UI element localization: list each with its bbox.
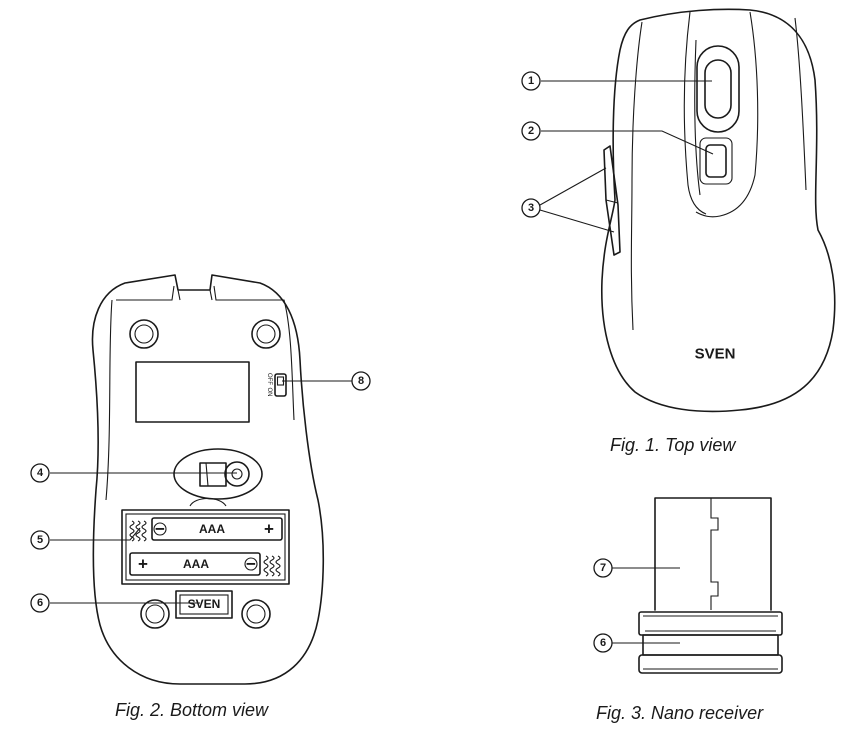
svg-text:7: 7 — [600, 562, 606, 574]
bottom-view-outline — [91, 274, 325, 685]
battery-aaa-top: − AAA + — [129, 517, 283, 542]
callout-8: 8 — [282, 371, 371, 391]
svg-text:3: 3 — [528, 202, 534, 214]
svg-text:5: 5 — [37, 534, 43, 546]
svg-text:+: + — [264, 520, 274, 539]
top-view-right-button-line — [794, 17, 807, 191]
bottom-view-figure: OFF ON − AAA + — [91, 274, 325, 685]
svg-text:−: − — [155, 520, 165, 539]
callout-6-bottom: 6 — [30, 593, 200, 613]
callout-5: 5 — [30, 527, 141, 550]
caption-bottom-view: Fig. 2. Bottom view — [115, 700, 269, 720]
receiver-cap — [638, 654, 783, 674]
battery-aaa-bottom: + AAA − — [129, 552, 281, 577]
top-view-button-split-left — [683, 11, 707, 215]
svg-text:AAA: AAA — [199, 522, 225, 536]
top-view-center-ridge — [694, 39, 701, 196]
dpi-button — [705, 144, 727, 178]
svg-text:−: − — [246, 555, 256, 574]
svg-text:8: 8 — [358, 375, 364, 387]
optical-sensor — [173, 448, 263, 500]
svg-text:SVEN: SVEN — [188, 597, 221, 611]
receiver-slot: SVEN — [175, 590, 233, 619]
mouse-foot — [129, 319, 159, 349]
svg-text:+: + — [138, 555, 148, 574]
svg-text:SVEN: SVEN — [695, 346, 736, 363]
usb-plug-notch — [710, 498, 719, 610]
callout-7: 7 — [593, 558, 680, 578]
top-view-left-button-line — [630, 21, 643, 331]
battery-compartment: − AAA + + AAA − — [121, 497, 290, 585]
scroll-wheel — [704, 59, 732, 119]
mouse-foot — [140, 599, 170, 629]
callout-3: 3 — [521, 167, 615, 233]
nano-receiver-figure — [638, 497, 783, 674]
label-area — [135, 361, 250, 423]
power-switch: OFF ON — [266, 373, 287, 397]
top-view-button-split-right — [695, 11, 759, 218]
caption-nano-receiver: Fig. 3. Nano receiver — [596, 703, 764, 723]
receiver-body — [642, 634, 779, 656]
mouse-foot — [251, 319, 281, 349]
bottom-view-inner-outline — [116, 285, 295, 421]
svg-text:1: 1 — [528, 75, 534, 87]
callout-2: 2 — [521, 121, 714, 155]
top-view-figure: SVEN — [600, 8, 836, 413]
svg-text:2: 2 — [528, 125, 534, 137]
svg-text:ON: ON — [266, 388, 272, 397]
callout-1: 1 — [521, 71, 712, 91]
svg-text:OFF: OFF — [266, 373, 272, 385]
dpi-button-housing — [699, 137, 733, 185]
svg-text:4: 4 — [37, 467, 44, 479]
callout-4: 4 — [30, 463, 237, 483]
top-view-sven-logo: SVEN — [695, 346, 736, 363]
callout-6-receiver: 6 — [593, 633, 680, 653]
svg-text:6: 6 — [600, 637, 606, 649]
usb-plug — [654, 497, 772, 611]
mouse-foot — [241, 599, 271, 629]
caption-top-view: Fig. 1. Top view — [610, 435, 736, 455]
svg-text:6: 6 — [37, 597, 43, 609]
svg-text:AAA: AAA — [183, 557, 209, 571]
scroll-wheel-housing — [696, 45, 740, 133]
